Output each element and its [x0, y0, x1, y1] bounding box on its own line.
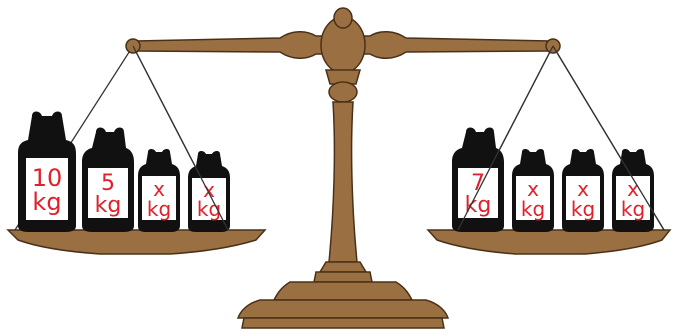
weight-7kg-unit: kg [465, 193, 492, 218]
weight-x-unit: kg [571, 197, 595, 221]
weight-10kg-unit: kg [32, 188, 61, 216]
weight-7kg: 7 kg [452, 128, 504, 233]
right-pan [428, 230, 670, 254]
weight-x-kg-left-2: x kg [188, 151, 230, 232]
right-pan-weights: 7 kg x kg x kg x kg [452, 128, 654, 233]
weight-x-kg-right-3: x kg [612, 149, 654, 232]
weight-5kg: 5 kg [82, 128, 134, 233]
weight-x-unit: kg [521, 197, 545, 221]
weight-x-kg-left-1: x kg [138, 149, 180, 232]
weight-10kg: 10 kg [18, 112, 76, 233]
stand [238, 70, 448, 328]
left-pan [8, 230, 265, 254]
weight-x-kg-right-2: x kg [562, 149, 604, 232]
weight-x-unit: kg [147, 197, 171, 221]
beam [126, 8, 560, 73]
weight-5kg-unit: kg [95, 193, 122, 218]
weight-x-unit: kg [621, 197, 645, 221]
weight-x-kg-right-1: x kg [512, 149, 554, 232]
